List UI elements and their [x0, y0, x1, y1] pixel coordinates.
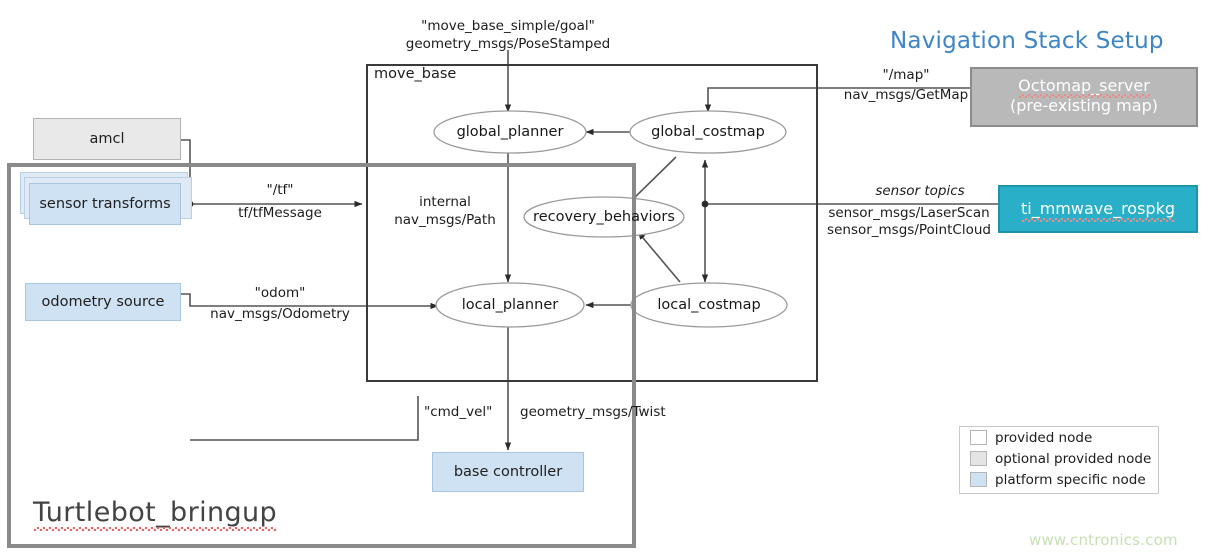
edge-odom-topic: "odom" — [254, 285, 306, 301]
wire-lcm-to-rb — [637, 231, 681, 283]
node-sensor-transforms[interactable]: sensor transforms — [29, 183, 181, 225]
edge-map-topic: "/map" — [882, 67, 930, 83]
page-title: Navigation Stack Setup — [890, 28, 1164, 54]
edge-map-type: nav_msgs/GetMap — [843, 87, 969, 103]
legend-swatch-platform — [970, 472, 987, 487]
edge-cmdvel-topic: "cmd_vel" — [424, 404, 493, 420]
node-amcl[interactable]: amcl — [33, 118, 181, 160]
edge-sensor-type-2: sensor_msgs/PointCloud — [827, 222, 991, 238]
ellipse-global-costmap[interactable] — [629, 110, 787, 154]
legend-label: optional provided node — [995, 450, 1152, 467]
wire-bus-left — [190, 396, 419, 441]
label-global-planner: global_planner — [456, 124, 564, 140]
ellipse-recovery-behaviors[interactable] — [523, 196, 685, 238]
node-octomap-server[interactable]: Octomap_server (pre-existing map) — [970, 67, 1198, 127]
junction-dot-sensor — [701, 200, 709, 208]
wire-gcm-to-rb — [629, 156, 677, 203]
node-odometry-source[interactable]: odometry source — [25, 283, 181, 321]
legend-label: platform specific node — [995, 471, 1146, 488]
edge-tf-type: tf/tfMessage — [238, 205, 322, 221]
node-octomap-server-label: Octomap_server — [1018, 76, 1150, 98]
legend-label: provided node — [995, 429, 1093, 446]
label-local-planner: local_planner — [461, 297, 559, 313]
node-sensor-transforms-label: sensor transforms — [39, 195, 171, 212]
node-base-controller-label: base controller — [453, 463, 563, 480]
ellipse-global-planner[interactable] — [433, 110, 587, 154]
group-bringup-label: Turtlebot_bringup — [33, 497, 278, 531]
legend-item: platform specific node — [960, 469, 1158, 490]
edge-sensor-type-1: sensor_msgs/LaserScan — [828, 205, 990, 221]
label-recovery-behaviors: recovery_behaviors — [533, 209, 675, 225]
edge-internal-type: nav_msgs/Path — [394, 212, 496, 228]
edge-tf-topic: "/tf" — [266, 182, 294, 198]
group-move-base-label: move_base — [374, 66, 457, 82]
edge-goal-topic: "move_base_simple/goal" — [421, 18, 595, 34]
node-odometry-source-label: odometry source — [41, 293, 165, 310]
group-turtlebot-bringup — [7, 163, 636, 548]
node-octomap-server-sublabel: (pre-existing map) — [1010, 96, 1158, 115]
legend-item: optional provided node — [960, 448, 1158, 469]
edge-cmdvel-type: geometry_msgs/Twist — [520, 404, 666, 420]
group-move-base — [366, 64, 818, 382]
legend-swatch-optional — [970, 451, 987, 466]
edge-internal: internal — [419, 194, 471, 210]
wire-odom — [181, 293, 439, 310]
legend-swatch-provided — [970, 430, 987, 445]
ellipse-local-costmap[interactable] — [630, 282, 788, 328]
node-amcl-label: amcl — [89, 130, 125, 147]
node-ti-mmwave-rospkg-label: ti_mmwave_rospkg — [1020, 199, 1176, 222]
wire-map — [704, 87, 970, 113]
label-local-costmap: local_costmap — [657, 297, 761, 313]
edge-goal-type: geometry_msgs/PoseStamped — [405, 36, 611, 52]
edge-sensor-topics: sensor topics — [875, 183, 965, 199]
watermark: www.cntronics.com — [1029, 531, 1178, 549]
node-base-controller[interactable]: base controller — [432, 452, 584, 492]
node-ti-mmwave-rospkg[interactable]: ti_mmwave_rospkg — [998, 185, 1198, 233]
edge-odom-type: nav_msgs/Odometry — [210, 306, 350, 322]
label-global-costmap: global_costmap — [651, 124, 765, 140]
legend-item: provided node — [960, 427, 1158, 448]
legend: provided node optional provided node pla… — [959, 426, 1159, 494]
ellipse-local-planner[interactable] — [435, 282, 585, 328]
